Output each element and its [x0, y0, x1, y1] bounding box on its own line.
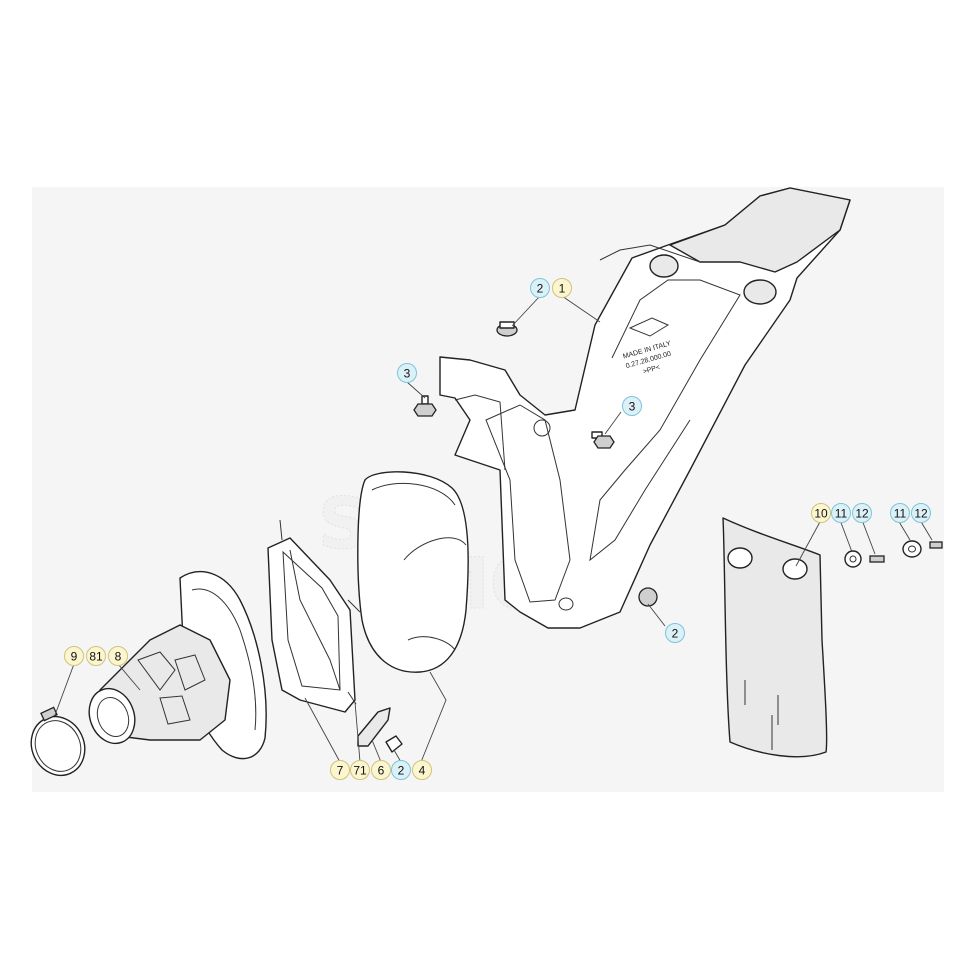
washer-b — [902, 540, 922, 558]
callout-12-b: 12 — [911, 503, 931, 523]
washer-a — [844, 550, 862, 568]
callout-number: 7 — [337, 764, 344, 778]
callout-1: 1 — [552, 278, 572, 298]
callout-circle — [852, 503, 872, 523]
callout-number: 12 — [914, 507, 928, 521]
callout-2-top: 2 — [530, 278, 550, 298]
callout-circle — [552, 278, 572, 298]
intake-boot — [88, 571, 267, 760]
callout-number: 2 — [398, 764, 405, 778]
callout-circle — [371, 760, 391, 780]
leader-lines — [54, 295, 933, 763]
callout-number: 4 — [419, 764, 426, 778]
callout-2-right: 2 — [665, 623, 685, 643]
callout-number: 10 — [814, 507, 828, 521]
callout-8: 8 — [108, 646, 128, 666]
callout-circle — [330, 760, 350, 780]
callout-number: 11 — [835, 507, 848, 521]
callout-circle — [911, 503, 931, 523]
screw-b — [929, 541, 943, 549]
callout-3-mid: 3 — [622, 396, 642, 416]
stamp-line-3: >PP< — [642, 364, 661, 376]
small-clip — [385, 735, 403, 753]
callout-12-a: 12 — [852, 503, 872, 523]
filter-latch — [357, 707, 391, 747]
callout-circle — [391, 760, 411, 780]
callout-number: 71 — [353, 764, 367, 778]
callout-7: 7 — [330, 760, 350, 780]
callout-circle — [397, 363, 417, 383]
air-filter — [357, 471, 469, 673]
callout-circle — [64, 646, 84, 666]
callout-71: 71 — [350, 760, 370, 780]
screw-a — [869, 555, 885, 563]
hose-clamp — [30, 706, 86, 777]
callout-10: 10 — [811, 503, 831, 523]
callout-number: 11 — [894, 507, 907, 521]
callout-number: 2 — [672, 627, 679, 641]
callout-number: 3 — [404, 367, 411, 381]
rubber-grommet-top — [496, 321, 518, 337]
callout-3-left: 3 — [397, 363, 417, 383]
callout-11-a: 11 — [831, 503, 851, 523]
callout-circle — [530, 278, 550, 298]
bolt-mid — [591, 431, 615, 449]
callout-number: 8 — [115, 650, 122, 664]
callout-circle — [622, 396, 642, 416]
callout-circle — [108, 646, 128, 666]
callout-circle — [412, 760, 432, 780]
rubber-grommet-right — [638, 587, 658, 607]
callout-circle — [86, 646, 106, 666]
callout-number: 2 — [537, 282, 544, 296]
callout-number: 3 — [629, 400, 636, 414]
callout-6: 6 — [371, 760, 391, 780]
callout-circle — [811, 503, 831, 523]
callout-11-b: 11 — [890, 503, 910, 523]
bolt-left — [413, 395, 437, 417]
rear-mud-flap — [722, 517, 828, 758]
callout-circle — [890, 503, 910, 523]
callout-number: 81 — [89, 650, 103, 664]
callout-circle — [350, 760, 370, 780]
callout-4: 4 — [412, 760, 432, 780]
callout-2-bottom: 2 — [391, 760, 411, 780]
callout-9: 9 — [64, 646, 84, 666]
filter-cage — [267, 519, 361, 713]
airbox-frame: MADE IN ITALY 0.27.28.000.00 >PP< — [439, 187, 851, 629]
callout-circle — [831, 503, 851, 523]
callout-circle — [665, 623, 685, 643]
callout-number: 6 — [378, 764, 385, 778]
callout-number: 12 — [855, 507, 869, 521]
callout-number: 1 — [559, 282, 566, 296]
callout-number: 9 — [71, 650, 78, 664]
callout-81: 81 — [86, 646, 106, 666]
